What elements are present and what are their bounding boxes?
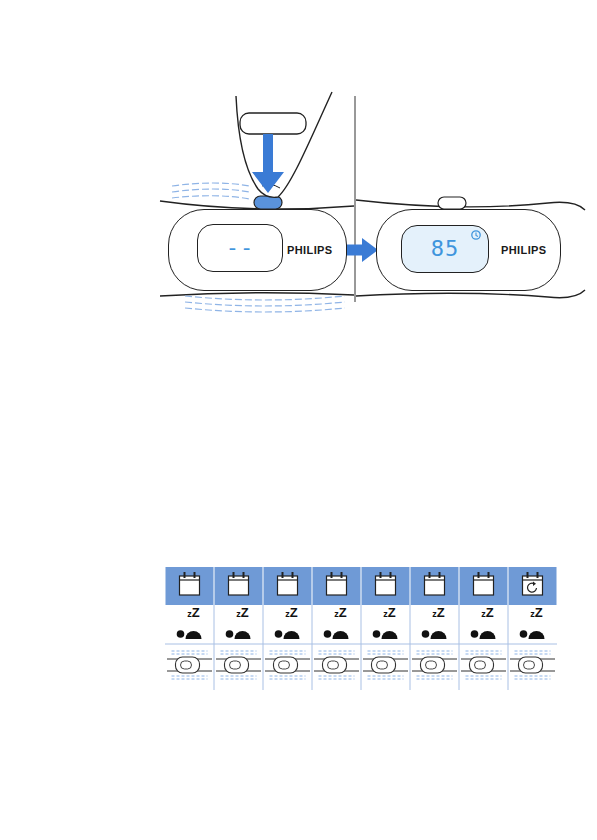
device-body: 85 PHILIPS bbox=[376, 209, 561, 291]
display-reading: 85 bbox=[431, 238, 460, 260]
sleep-symbol: zZ bbox=[383, 606, 395, 619]
sleep-symbol: zZ bbox=[187, 606, 199, 619]
display-reading: -- bbox=[226, 237, 255, 259]
vibration-lines bbox=[172, 183, 345, 312]
transition-arrow bbox=[347, 245, 364, 256]
night-column bbox=[362, 567, 410, 679]
brand-name: PHILIPS bbox=[287, 245, 333, 256]
brand-name: PHILIPS bbox=[501, 245, 547, 256]
sleep-symbol: zZ bbox=[530, 606, 542, 619]
night-column bbox=[313, 567, 361, 679]
night-column bbox=[509, 567, 557, 679]
device-body: -- PHILIPS bbox=[168, 209, 347, 291]
night-column bbox=[264, 567, 312, 679]
sleep-symbol: zZ bbox=[285, 606, 297, 619]
sleep-symbol: zZ bbox=[236, 606, 248, 619]
sleep-symbol: zZ bbox=[432, 606, 444, 619]
device-button bbox=[438, 197, 466, 209]
press-arrow bbox=[252, 134, 284, 193]
strap bbox=[160, 200, 585, 298]
night-column bbox=[166, 567, 214, 679]
sleep-symbol: zZ bbox=[481, 606, 493, 619]
status-icon bbox=[470, 229, 482, 241]
press-box bbox=[240, 113, 306, 134]
night-column bbox=[411, 567, 459, 679]
separator-line bbox=[355, 96, 356, 302]
sleep-symbol: zZ bbox=[334, 606, 346, 619]
display-window: 85 bbox=[401, 225, 489, 273]
finger bbox=[236, 92, 332, 197]
night-column bbox=[460, 567, 508, 679]
night-strip bbox=[165, 567, 557, 690]
night-column bbox=[215, 567, 263, 679]
display-window: -- bbox=[197, 224, 283, 272]
device-button bbox=[254, 196, 282, 209]
